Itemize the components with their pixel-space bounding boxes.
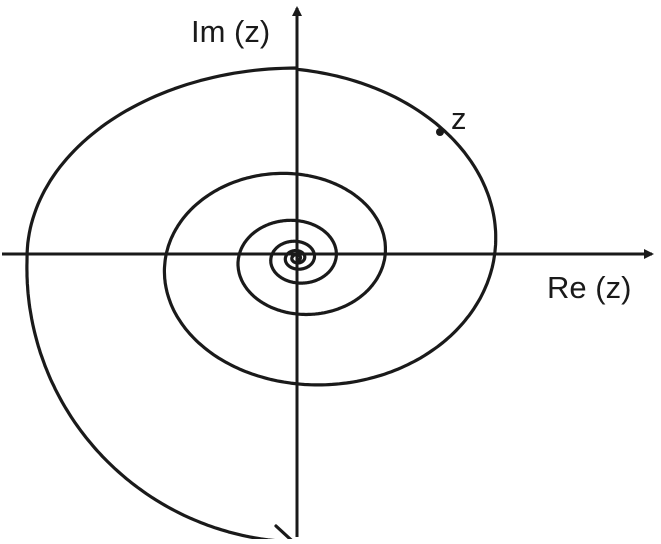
point-z-label: z [451,101,467,136]
point-z-marker [436,128,444,136]
imaginary-axis-label: Im (z) [191,14,270,49]
real-axis-label: Re (z) [547,270,631,305]
logarithmic-spiral-curve [25,66,498,544]
